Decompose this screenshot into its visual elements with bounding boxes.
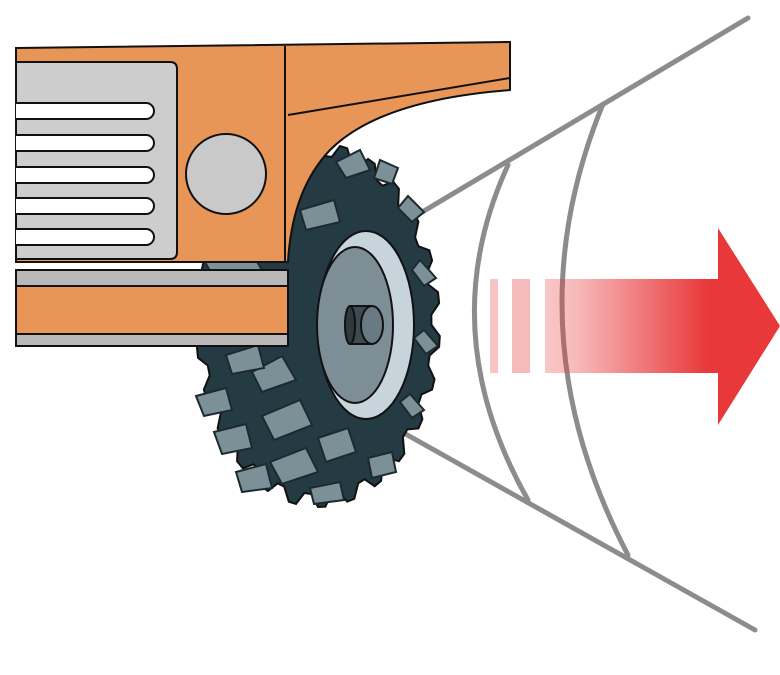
beam-outer-lower-line xyxy=(345,400,755,630)
arrow-dash-2 xyxy=(512,279,530,373)
direction-arrow-icon xyxy=(490,228,780,425)
grille xyxy=(16,62,177,259)
headlight-icon xyxy=(186,134,266,214)
arrow-dash-1 xyxy=(490,279,498,373)
arrow-shaft-head xyxy=(545,228,780,425)
front-bumper xyxy=(16,270,288,346)
axle-hub-icon xyxy=(345,306,383,344)
